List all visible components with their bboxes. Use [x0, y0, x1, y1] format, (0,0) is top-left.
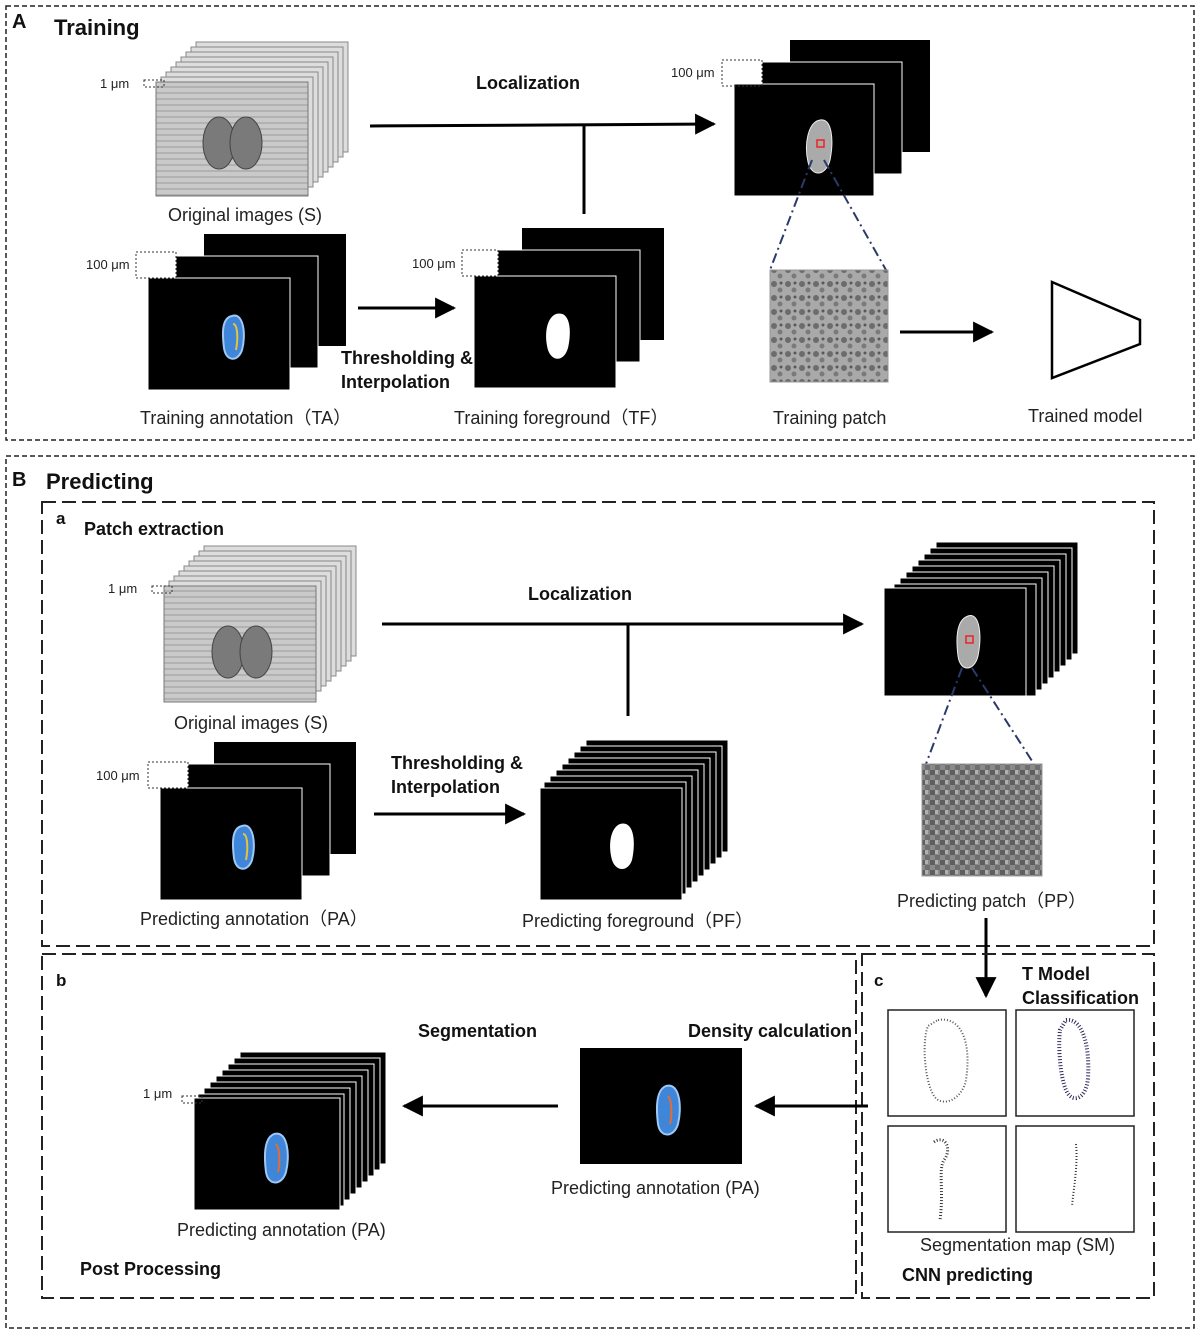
- subpanel-a-letter: a: [56, 509, 66, 528]
- segmentation-label: Segmentation: [418, 1021, 538, 1041]
- subpanel-b-frame: [41, 953, 857, 1299]
- panel-b-title: Predicting: [46, 469, 154, 494]
- density-calculation-label: Density calculation: [688, 1021, 853, 1041]
- subpanel-c-letter: c: [874, 971, 884, 990]
- original-images-label: Original images (S): [168, 205, 323, 225]
- scale-label-1um-c: 1 μm: [143, 1086, 173, 1101]
- panel-a-frame: [5, 5, 1195, 441]
- segmentation-map-3: [887, 1125, 1007, 1233]
- predicting-foreground-stack: [539, 739, 729, 901]
- subpanel-a-frame: [41, 501, 1155, 947]
- training-annotation-stack: [147, 234, 346, 391]
- original-images-stack-b: [163, 545, 357, 703]
- trained-model-label: Trained model: [1028, 406, 1143, 426]
- predicting-annotation-label-mid: Predicting annotation (PA): [551, 1178, 760, 1198]
- predicting-patch-image: [921, 763, 1043, 877]
- patch-extraction-title: Patch extraction: [84, 519, 225, 539]
- predicting-foreground-label: Predicting foreground（PF）: [522, 911, 754, 931]
- training-annotation-label: Training annotation（TA）: [140, 408, 352, 428]
- panel-b-frame: [5, 455, 1195, 1329]
- subpanel-b-letter: b: [56, 971, 67, 990]
- segmentation-map-2: [1015, 1009, 1135, 1117]
- training-foreground-label: Training foreground（TF）: [454, 408, 669, 428]
- panel-a-title: Training: [54, 15, 140, 40]
- scale-label-100um-b: 100 μm: [86, 257, 130, 272]
- localized-slide-stack-b: [883, 541, 1079, 697]
- thresholding-label-b: Thresholding &: [391, 753, 523, 773]
- interpolation-label-a: Interpolation: [341, 372, 450, 392]
- predicting-annotation-stack: [159, 742, 356, 901]
- panel-a-letter: A: [12, 11, 27, 33]
- segmentation-map-1: [887, 1009, 1007, 1117]
- scale-label-100um-c: 100 μm: [412, 256, 456, 271]
- localization-label-a: Localization: [476, 73, 581, 93]
- original-images-stack: [155, 41, 349, 197]
- original-images-label-b: Original images (S): [174, 713, 329, 733]
- segmentation-map-label: Segmentation map (SM): [920, 1235, 1116, 1255]
- cnn-predicting-title: CNN predicting: [902, 1265, 1034, 1285]
- localization-arrow-a: [369, 113, 717, 135]
- training-patch-image: [769, 269, 889, 383]
- panel-b-letter: B: [12, 469, 27, 491]
- localized-slide-stack: [733, 40, 930, 197]
- density-annotation-slide: [580, 1048, 742, 1164]
- thresholding-label-a: Thresholding &: [341, 348, 473, 368]
- interpolation-label-b: Interpolation: [391, 777, 500, 797]
- predicting-annotation-label-left: Predicting annotation (PA): [177, 1220, 386, 1240]
- localization-label-b: Localization: [528, 584, 633, 604]
- segmentation-map-4: [1015, 1125, 1135, 1233]
- scale-label-1um-b: 1 μm: [108, 581, 138, 596]
- post-processing-title: Post Processing: [80, 1259, 222, 1279]
- training-patch-label: Training patch: [773, 408, 887, 428]
- scale-label-1um-a: 1 μm: [100, 76, 130, 91]
- scale-label-100um-a: 100 μm: [671, 65, 715, 80]
- t-model-label: T Model: [1022, 964, 1090, 984]
- trained-model-shape: [1050, 280, 1142, 380]
- classification-label: Classification: [1022, 988, 1140, 1008]
- post-processed-stack: [193, 1051, 387, 1211]
- predicting-annotation-label-a: Predicting annotation（PA）: [140, 909, 368, 929]
- scale-label-100um-d: 100 μm: [96, 768, 140, 783]
- subpanel-c-frame: [861, 953, 1155, 1299]
- predicting-patch-label: Predicting patch（PP）: [897, 891, 1087, 911]
- training-foreground-stack: [473, 228, 664, 389]
